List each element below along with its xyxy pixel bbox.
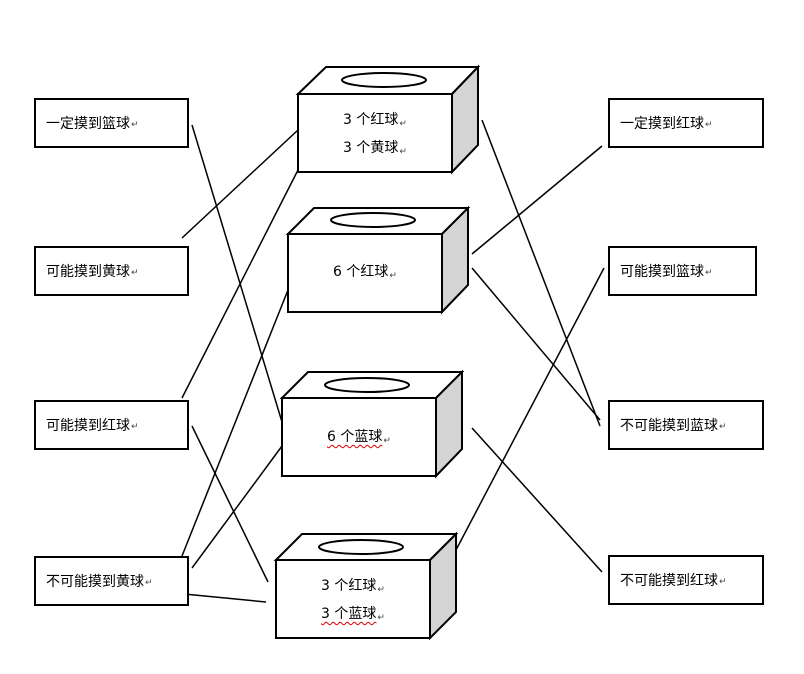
paragraph-mark-icon: ↵ bbox=[705, 268, 713, 278]
connector-line bbox=[181, 129, 299, 239]
connector-line bbox=[183, 593, 267, 603]
connector-line bbox=[471, 145, 603, 255]
box-4-front bbox=[275, 559, 431, 639]
box-2-opening bbox=[330, 212, 416, 228]
box-4-line-1-text: 3 个红球 bbox=[321, 578, 377, 594]
connector-line bbox=[181, 169, 299, 399]
box-3-front bbox=[281, 397, 437, 477]
paragraph-mark-icon: ↵ bbox=[705, 120, 713, 130]
connector-lines-right bbox=[455, 119, 605, 573]
box-2-contents: 6 个红球↵ bbox=[288, 259, 442, 287]
connector-line bbox=[181, 289, 289, 557]
right-label-3-text: 不可能摸到蓝球 bbox=[620, 418, 718, 434]
left-label-1-text: 一定摸到篮球 bbox=[46, 116, 130, 132]
box-1-front bbox=[297, 93, 453, 173]
box-1-opening bbox=[341, 72, 427, 88]
connector-line bbox=[481, 119, 601, 427]
left-label-3-text: 可能摸到红球 bbox=[46, 418, 130, 434]
right-label-1-text: 一定摸到红球 bbox=[620, 116, 704, 132]
right-label-2-text: 可能摸到篮球 bbox=[620, 264, 704, 280]
box-4 bbox=[273, 531, 459, 641]
left-label-3: 可能摸到红球↵ bbox=[34, 400, 189, 450]
connector-lines-left bbox=[181, 124, 299, 603]
paragraph-mark-icon: ↵ bbox=[389, 271, 397, 281]
connector-line bbox=[471, 267, 601, 421]
box-1 bbox=[295, 64, 481, 175]
paragraph-mark-icon: ↵ bbox=[377, 613, 385, 623]
box-1-contents: 3 个红球↵ 3 个黄球↵ bbox=[298, 107, 452, 163]
connector-line bbox=[191, 124, 283, 423]
left-label-4: 不可能摸到黄球↵ bbox=[34, 556, 189, 606]
left-label-2-text: 可能摸到黄球 bbox=[46, 264, 130, 280]
connector-line bbox=[191, 445, 283, 569]
box-3-contents: 6 个蓝球↵ bbox=[282, 424, 436, 452]
paragraph-mark-icon: ↵ bbox=[399, 119, 407, 129]
paragraph-mark-icon: ↵ bbox=[719, 422, 727, 432]
right-label-2: 可能摸到篮球↵ bbox=[608, 246, 757, 296]
paragraph-mark-icon: ↵ bbox=[719, 577, 727, 587]
paragraph-mark-icon: ↵ bbox=[131, 268, 139, 278]
left-label-4-text: 不可能摸到黄球 bbox=[46, 574, 144, 590]
box-4-opening bbox=[318, 539, 404, 555]
connector-line bbox=[455, 267, 605, 551]
connector-line bbox=[471, 427, 603, 573]
box-3-line-1-text: 6 个蓝球 bbox=[327, 429, 383, 445]
right-label-1: 一定摸到红球↵ bbox=[608, 98, 764, 148]
box-1-line-2-text: 3 个黄球 bbox=[343, 140, 399, 156]
paragraph-mark-icon: ↵ bbox=[131, 120, 139, 130]
box-2 bbox=[285, 205, 471, 315]
paragraph-mark-icon: ↵ bbox=[145, 578, 153, 588]
box-3-opening bbox=[324, 377, 410, 393]
right-label-3: 不可能摸到蓝球↵ bbox=[608, 400, 764, 450]
box-2-line-1-text: 6 个红球 bbox=[333, 264, 389, 280]
box-2-front bbox=[287, 233, 443, 313]
connector-line bbox=[191, 425, 269, 583]
box-4-contents: 3 个红球↵ 3 个蓝球↵ bbox=[276, 573, 430, 629]
box-4-line-2-text: 3 个蓝球 bbox=[321, 606, 377, 622]
box-4-line-1: 3 个红球↵ bbox=[276, 573, 430, 601]
box-1-line-2: 3 个黄球↵ bbox=[298, 135, 452, 163]
left-label-1: 一定摸到篮球↵ bbox=[34, 98, 189, 148]
paragraph-mark-icon: ↵ bbox=[383, 436, 391, 446]
paragraph-mark-icon: ↵ bbox=[399, 147, 407, 157]
right-label-4: 不可能摸到红球↵ bbox=[608, 555, 764, 605]
paragraph-mark-icon: ↵ bbox=[377, 585, 385, 595]
box-3 bbox=[279, 369, 465, 479]
paragraph-mark-icon: ↵ bbox=[131, 422, 139, 432]
left-label-2: 可能摸到黄球↵ bbox=[34, 246, 189, 296]
box-3-line-1: 6 个蓝球↵ bbox=[282, 424, 436, 452]
right-label-4-text: 不可能摸到红球 bbox=[620, 573, 718, 589]
box-1-line-1-text: 3 个红球 bbox=[343, 112, 399, 128]
box-1-line-1: 3 个红球↵ bbox=[298, 107, 452, 135]
box-2-line-1: 6 个红球↵ bbox=[288, 259, 442, 287]
box-4-line-2: 3 个蓝球↵ bbox=[276, 601, 430, 629]
